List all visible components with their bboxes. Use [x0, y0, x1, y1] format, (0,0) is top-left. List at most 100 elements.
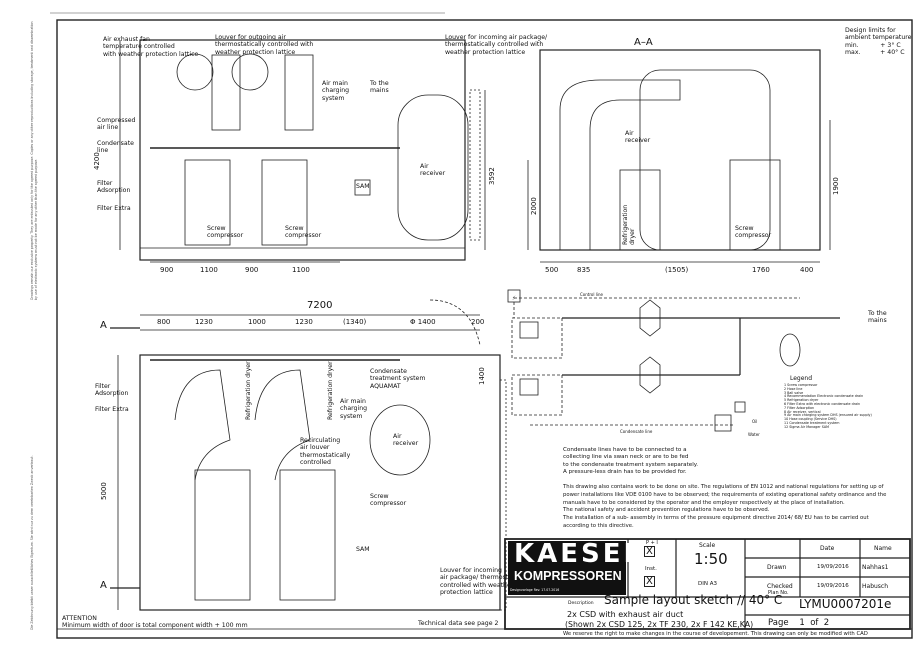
footer-disclaimer: We reserve the right to make changes in …	[563, 631, 868, 637]
air-receiver-tank	[397, 94, 469, 241]
label-louver-outgoing: Louver for outgoing air thermostatically…	[215, 34, 314, 56]
legend-item: 4 Recommendation Electronic condensate d…	[784, 394, 864, 399]
water-label: Water	[748, 432, 760, 437]
plan-no-label: Plan No.	[768, 590, 789, 596]
dim: (1340)	[343, 318, 367, 326]
condensate-line-label: Condensate line	[620, 429, 653, 434]
checked-date: 19/09/2016	[817, 583, 849, 589]
dim-height: 4200	[93, 152, 101, 170]
dim: 1230	[195, 318, 213, 326]
drawing-frame	[56, 19, 913, 639]
kaeser-logo: KAESER KOMPRESSOREN Designvorlage Rev. 1…	[508, 539, 644, 595]
label-refrigeration-dryer: Refrigeration dryer	[622, 204, 637, 245]
compressor-1	[184, 159, 231, 246]
legend-item: 5 Refrigeration dryer	[784, 398, 819, 403]
label-filter-adsorption: Filter Adsorption	[97, 180, 131, 195]
date-header: Date	[820, 545, 835, 552]
side-copyright-en: Drawings remain our exclusive property. …	[30, 21, 38, 300]
label-filter-adsorption: Filter Adsorption	[95, 383, 129, 398]
label-compressed-air-line: Compressed air line	[97, 117, 136, 132]
label-to-mains: To the mains	[370, 80, 389, 95]
logo-revision: Designvorlage Rev. 17.07.2016	[510, 588, 560, 592]
dim-total-width: 7200	[307, 300, 333, 311]
label-screw-compressor: Screw compressor	[370, 493, 407, 508]
dim: 1230	[295, 318, 313, 326]
louver-lattice	[469, 89, 481, 241]
paper-format: DIN A3	[698, 581, 717, 587]
side-copyright-de: Die Zeichnung bleibt unser ausschließlic…	[30, 455, 34, 630]
label-condensate-treatment: Condensate treatment system AQUAMAT	[370, 368, 426, 390]
legend-item: 11 Condensate treatment system	[784, 420, 840, 425]
dim: 800	[157, 318, 171, 326]
design-limits: Design limits for ambient temperature mi…	[845, 27, 912, 57]
legend-item: 10 Hose coupling (Service DHS)	[784, 417, 837, 422]
description-line-2: 2x CSD with exhaust air duct	[567, 610, 684, 619]
label-air-receiver: Air receiver	[393, 433, 419, 448]
dim: 1100	[200, 266, 218, 274]
dim-depth: 5000	[100, 482, 108, 500]
label-recirculating-louver: Recirculating air louver thermostaticall…	[300, 437, 351, 467]
dim: 900	[245, 266, 259, 274]
dim: 835	[577, 266, 591, 274]
regulations-note: This drawing also contains work to be do…	[563, 484, 887, 529]
dim: 1100	[292, 266, 310, 274]
section-marker-bottom: A	[100, 580, 107, 591]
description-label: Description	[568, 601, 594, 606]
scale-value: 1:50	[694, 550, 728, 568]
label-louver-incoming: Louver for incoming air package/ thermos…	[445, 34, 548, 56]
legend-item: 7 Filter Adsorption	[784, 405, 815, 410]
section-aa-view	[527, 49, 831, 263]
legend-item: 8 Air receiver, vertical	[784, 409, 821, 414]
description-line-3: (Shown 2x CSD 125, 2x TF 230, 2x F 142 K…	[565, 620, 754, 629]
svg-text:⚡: ⚡	[512, 295, 516, 302]
pi-schematic: ⚡	[507, 289, 840, 432]
dim: 1000	[248, 318, 266, 326]
to-mains-label: To the mains	[868, 310, 887, 325]
dim: (1505)	[665, 266, 689, 274]
compressor-2	[261, 159, 308, 246]
dim: 900	[160, 266, 174, 274]
label-refrigeration-dryer: Refrigeration dryer	[327, 361, 334, 420]
dim: 1760	[752, 266, 770, 274]
label-air-receiver: Air receiver	[625, 130, 651, 145]
drawn-date: 19/09/2016	[817, 564, 849, 570]
attention-title: ATTENTION	[62, 615, 97, 622]
dim: Φ 1400	[410, 318, 436, 326]
legend-item: 1 Screw compressor	[784, 383, 818, 387]
dim: 200	[471, 318, 485, 326]
technical-data-note: Technical data see page 2	[418, 620, 499, 627]
attention-text: Minimum width of door is total component…	[62, 622, 248, 629]
legend-item: 9 Air main charging system DHS (ensured …	[784, 413, 872, 418]
label-screw-compressor: Screw compressor	[207, 225, 244, 240]
name-header: Name	[874, 545, 892, 552]
control-line-label: Control line	[580, 292, 603, 297]
drawn-name: Nahhas1	[862, 564, 889, 571]
fan-icon	[176, 53, 214, 91]
condensate-note: Condensate lines have to be connected to…	[563, 447, 699, 475]
pi-checkbox: X	[644, 546, 655, 557]
fan-icon	[231, 53, 269, 91]
plan-view	[110, 299, 507, 611]
air-receiver-plan	[369, 404, 431, 476]
top-view	[119, 39, 486, 263]
pi-label: P + I	[646, 540, 658, 546]
label-sam: SAM	[356, 546, 370, 553]
label-air-receiver: Air receiver	[420, 163, 446, 178]
label-filter-extra: Filter Extra	[95, 406, 129, 413]
label-air-main-charging: Air main charging system	[322, 80, 350, 102]
page-indicator: Page 1 of 2	[768, 618, 830, 628]
label-screw-compressor: Screw compressor	[735, 225, 772, 240]
section-marker-top: A	[100, 320, 107, 331]
section-title: A–A	[634, 37, 653, 48]
label-sam: SAM	[356, 183, 370, 190]
dim-left: 2000	[530, 197, 538, 215]
inst-checkbox: X	[644, 576, 655, 587]
dim: 400	[800, 266, 814, 274]
title-block-lines	[57, 538, 912, 630]
legend-item: 12 Sigma Air Manager SAM	[784, 424, 829, 429]
legend-item: 2 Hose line	[784, 386, 803, 391]
legend-title: Legend	[790, 375, 813, 382]
logo-text: KAESER	[514, 539, 647, 569]
label-louver-incoming: Louver for incoming air package/ thermos…	[440, 567, 531, 597]
